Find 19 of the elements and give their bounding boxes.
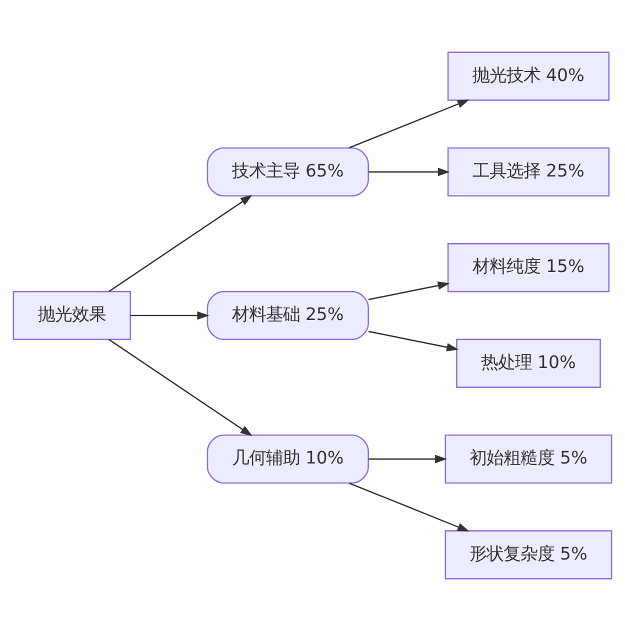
node-box: 形状复杂度 5% bbox=[444, 530, 612, 580]
arrow bbox=[130, 311, 210, 320]
arrow bbox=[368, 281, 450, 300]
arrow bbox=[368, 330, 459, 352]
arrow bbox=[349, 99, 470, 148]
arrow bbox=[368, 454, 448, 464]
node-box: 技术主导 65% bbox=[206, 147, 369, 197]
node-box: 几何辅助 10% bbox=[206, 434, 369, 484]
arrow bbox=[108, 194, 252, 292]
node-box: 工具选择 25% bbox=[447, 147, 610, 197]
node-box: 初始粗糙度 5% bbox=[444, 434, 612, 484]
arrow bbox=[349, 482, 470, 532]
node-box: 材料纯度 15% bbox=[447, 243, 610, 292]
arrow bbox=[108, 338, 252, 436]
node-box: 热处理 10% bbox=[456, 338, 601, 388]
arrow bbox=[368, 168, 450, 176]
node-box: 材料基础 25% bbox=[206, 290, 369, 340]
node-box: 抛光技术 40% bbox=[447, 52, 610, 101]
node-box: 抛光效果 bbox=[12, 290, 132, 340]
